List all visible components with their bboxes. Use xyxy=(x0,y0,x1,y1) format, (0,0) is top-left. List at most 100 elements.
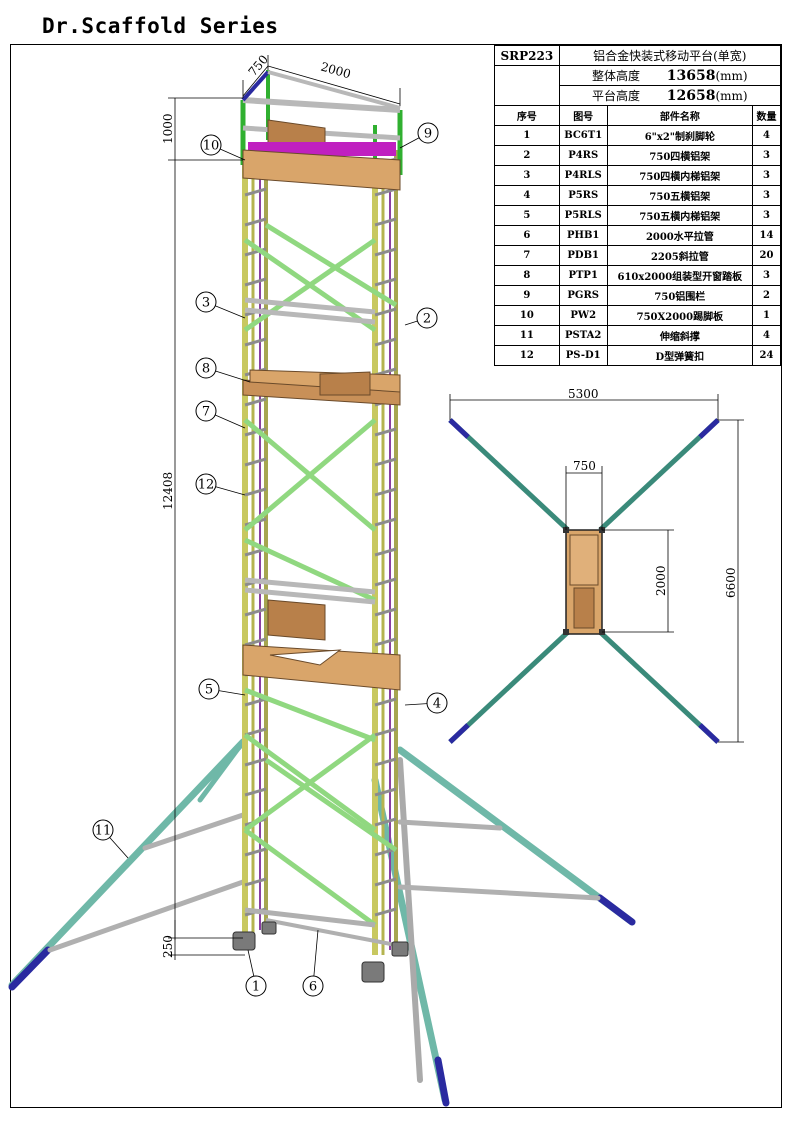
cell-no: 3 xyxy=(494,165,560,186)
rung xyxy=(374,487,397,497)
callout-label: 1 xyxy=(252,980,260,995)
rung xyxy=(244,277,267,287)
rung xyxy=(244,697,267,707)
cell-name: 2000水平拉管 xyxy=(606,225,753,246)
rung xyxy=(374,427,397,437)
dim-250: 250 xyxy=(161,935,175,958)
horizontal-tube xyxy=(244,577,376,595)
callout-label: 6 xyxy=(309,980,317,995)
dim-1000: 1000 xyxy=(161,113,175,144)
callout-circle xyxy=(302,975,324,997)
platform-deck-lower xyxy=(242,599,401,691)
cell-no: 7 xyxy=(494,245,560,266)
callout-circle xyxy=(417,122,439,144)
diagonal-brace xyxy=(244,687,376,743)
rung xyxy=(374,877,397,887)
cell-name: 6"x2"制刹脚轮 xyxy=(606,125,753,146)
cell-code: P4RS xyxy=(558,145,608,166)
cell-no: 5 xyxy=(494,205,560,226)
callout-circle xyxy=(92,819,114,841)
rung xyxy=(374,727,397,737)
cell-qty: 3 xyxy=(751,265,782,286)
spec-table: SRP223 铝合金快装式移动平台(单宽) 整体高度 13658(mm) 平台高… xyxy=(494,45,782,366)
diagonal-brace xyxy=(264,757,398,853)
diagonal-brace xyxy=(264,222,398,308)
rung xyxy=(374,517,397,527)
cell-name: 610x2000组装型开窗踏板 xyxy=(606,265,753,286)
diagonal-brace xyxy=(243,237,377,333)
cell-code: PGRS xyxy=(558,285,608,306)
col-header: 图号 xyxy=(558,105,608,126)
cell-name: 2205斜拉管 xyxy=(606,245,753,266)
diagonal-brace xyxy=(243,418,377,532)
cell-name: D型弹簧扣 xyxy=(606,345,753,366)
callout-circle xyxy=(200,134,222,156)
rung xyxy=(244,757,267,767)
rung xyxy=(374,277,397,287)
rung xyxy=(374,457,397,467)
rung xyxy=(244,397,267,407)
cell-name: 750五横内梯铝架 xyxy=(606,205,753,226)
dim-5300: 5300 xyxy=(568,387,599,401)
cell-name: 伸缩斜撑 xyxy=(606,325,753,346)
horizontal-tube xyxy=(244,587,376,605)
outriggers-main xyxy=(8,738,636,1107)
cell-qty: 20 xyxy=(751,245,782,266)
rung xyxy=(374,307,397,317)
horizontal-tube xyxy=(244,297,376,315)
rung xyxy=(244,187,267,197)
product-name: 铝合金快装式移动平台(单宽) xyxy=(558,45,782,66)
plan-dimensions xyxy=(449,394,744,743)
cell-qty: 3 xyxy=(751,165,782,186)
callout-circle xyxy=(195,357,217,379)
dim-plan-750: 750 xyxy=(573,459,596,473)
cell-qty: 2 xyxy=(751,285,782,306)
cell-qty: 14 xyxy=(751,225,782,246)
rung xyxy=(374,697,397,707)
callout-circle xyxy=(195,400,217,422)
cell-qty: 1 xyxy=(751,305,782,326)
cell-name: 750四横铝架 xyxy=(606,145,753,166)
rung xyxy=(374,187,397,197)
cell-no: 11 xyxy=(494,325,560,346)
rung xyxy=(244,637,267,647)
callout-circle xyxy=(198,678,220,700)
callout-label: 9 xyxy=(424,127,432,142)
callout-label: 2 xyxy=(423,312,431,327)
cell-qty: 3 xyxy=(751,205,782,226)
dim-12408: 12408 xyxy=(161,472,175,510)
cell-code: PHB1 xyxy=(558,225,608,246)
cell-no: 2 xyxy=(494,145,560,166)
rung xyxy=(374,337,397,347)
col-header: 数量 xyxy=(751,105,782,126)
rung xyxy=(374,757,397,767)
dim-plan-2000: 2000 xyxy=(654,565,668,596)
callout-label: 7 xyxy=(202,405,210,420)
casters xyxy=(232,921,409,983)
dim-6600: 6600 xyxy=(724,567,738,598)
cell-no: 9 xyxy=(494,285,560,306)
callout-circle xyxy=(426,692,448,714)
rung xyxy=(244,457,267,467)
callout-circle xyxy=(416,307,438,329)
cell-qty: 4 xyxy=(751,125,782,146)
rung xyxy=(374,607,397,617)
callout-label: 4 xyxy=(433,697,441,712)
rung xyxy=(374,577,397,587)
rung xyxy=(244,607,267,617)
drawing-border xyxy=(10,44,782,1108)
cell-no: 1 xyxy=(494,125,560,146)
cell-no: 8 xyxy=(494,265,560,286)
cell-code: PW2 xyxy=(558,305,608,326)
callout-label: 8 xyxy=(202,362,210,377)
rung xyxy=(374,907,397,917)
cell-code: BC6T1 xyxy=(558,125,608,146)
rung xyxy=(374,217,397,227)
